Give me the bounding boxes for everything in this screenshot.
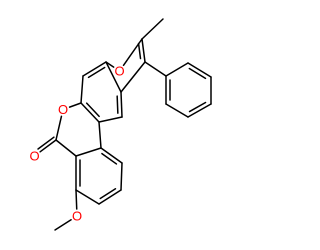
bond-layer [37, 18, 212, 231]
furan-oxygen-bond [122, 38, 143, 67]
phenyl-double-bond [188, 67, 207, 80]
central-ring-double-bond [116, 95, 119, 114]
furan-bond [120, 61, 146, 93]
central-ring-double-bond [87, 66, 106, 79]
lower-ring-bond [75, 189, 100, 205]
central-ring-double-bond [85, 102, 100, 118]
lactone-oxygen-bond [68, 102, 82, 108]
fusion-bond [105, 61, 122, 93]
furan-double-bond [137, 42, 142, 60]
phenyl-bond [187, 62, 212, 78]
central-ring-bond [98, 116, 123, 123]
central-ring-bond [80, 75, 84, 104]
central-ring-bond [120, 91, 123, 118]
furan-oxygen-bond [105, 61, 115, 68]
lower-ring-bond [120, 162, 123, 191]
lower-ring-double-bond [101, 152, 118, 165]
phenyl-double-bond [188, 101, 207, 113]
phenyl-bond [165, 103, 189, 118]
lower-ring-bond [100, 147, 123, 164]
methoxy-bond [75, 189, 78, 210]
furan-bond [141, 38, 146, 63]
furan-oxygen-label: O [114, 64, 124, 79]
phenyl-bond [187, 103, 212, 118]
lower-ring-bond [98, 189, 122, 205]
carbonyl-oxygen-label: O [29, 149, 39, 164]
phenyl-link-bond [144, 61, 167, 77]
methoxy-oxygen-label: O [72, 209, 82, 224]
lactone-ring-oxygen-label: O [58, 102, 68, 117]
carbonyl-bond [39, 139, 57, 153]
lactone-bond [55, 139, 77, 157]
methoxy-methyl-bond [54, 219, 72, 231]
phenyl-bond [165, 62, 189, 77]
lactone-oxygen-bond [55, 115, 63, 141]
biaryl-bond [98, 121, 102, 149]
molecule-structure-diagram: O O O O [29, 18, 212, 231]
lower-ring-double-bond [99, 188, 117, 200]
central-ring-bond [80, 102, 100, 123]
lower-ring-bond [75, 147, 102, 157]
carbonyl-double-bond [37, 136, 55, 150]
methyl-bond [141, 18, 164, 40]
central-ring-bond [82, 61, 107, 77]
